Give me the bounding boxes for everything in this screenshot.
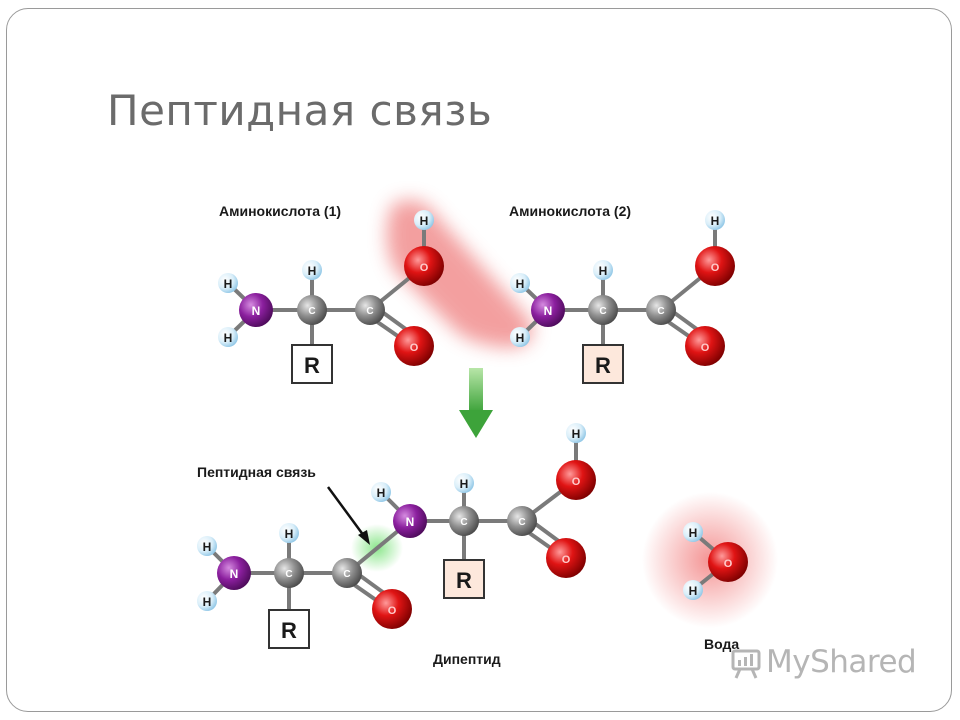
atom-label: N	[230, 567, 239, 581]
r-group-box	[268, 609, 310, 649]
dipeptide-label: Дипептид	[433, 651, 501, 667]
hydrogen-atom	[218, 273, 238, 293]
atom-label: H	[460, 477, 469, 491]
atom-label: H	[599, 264, 608, 278]
carbon-atom	[274, 558, 304, 588]
atom-label: H	[420, 214, 429, 228]
peptide-bond-label: Пептидная связь	[197, 464, 316, 480]
atom-label: C	[366, 306, 373, 317]
hydrogen-atom	[454, 473, 474, 493]
hydrogen-atom	[218, 327, 238, 347]
atom-label: H	[689, 584, 698, 598]
myshared-logo-icon	[731, 649, 761, 679]
oxygen-atom	[394, 326, 434, 366]
atom-label: H	[203, 595, 212, 609]
oxygen-atom	[556, 460, 596, 500]
water-molecule: H H O Вода	[642, 492, 778, 652]
dipeptide: H H H H H H N N C C C C O O O R R Пептид…	[197, 423, 596, 667]
hydrogen-atom	[279, 523, 299, 543]
hydrogen-atom	[371, 482, 391, 502]
atom-label: N	[406, 515, 415, 529]
oxygen-atom	[546, 538, 586, 578]
hydrogen-atom	[302, 260, 322, 280]
slide-title: Пептидная связь	[107, 86, 493, 135]
atom-label: O	[701, 342, 710, 354]
carbon-atom	[507, 506, 537, 536]
hydrogen-atom	[705, 210, 725, 230]
atom-label: H	[308, 264, 317, 278]
r-group-box	[582, 344, 624, 384]
r-group-box	[443, 559, 485, 599]
oxygen-atom	[708, 542, 748, 582]
r-group-box	[291, 344, 333, 384]
hydrogen-atom	[566, 423, 586, 443]
amino-acid-1-label: Аминокислота (1)	[219, 203, 341, 219]
atom-label: N	[252, 304, 261, 318]
atom-label: H	[689, 526, 698, 540]
peptide-bond-pointer-arrow	[326, 486, 366, 537]
atom-label: H	[572, 427, 581, 441]
atom-label: O	[388, 605, 397, 617]
atom-label: H	[377, 486, 386, 500]
oxygen-atom	[404, 246, 444, 286]
atom-label: H	[516, 277, 525, 291]
atom-label: N	[544, 304, 553, 318]
atom-label: C	[599, 306, 606, 317]
atom-label: H	[203, 540, 212, 554]
atom-label: C	[343, 569, 350, 580]
carbon-atom	[449, 506, 479, 536]
atom-label: O	[572, 476, 581, 488]
water-label: Вода	[704, 636, 739, 652]
oxygen-atom	[685, 326, 725, 366]
amino-acid-2: H H H H N C C O O R Аминокислота (2)	[509, 203, 735, 384]
carbon-atom	[646, 295, 676, 325]
atom-label: O	[420, 262, 429, 274]
atom-label: H	[516, 331, 525, 345]
carbon-atom	[297, 295, 327, 325]
atom-label: O	[562, 554, 571, 566]
r-group-label: R	[595, 353, 611, 378]
atom-label: C	[657, 306, 664, 317]
nitrogen-atom	[239, 293, 273, 327]
atom-label: C	[285, 569, 292, 580]
carbon-atom	[355, 295, 385, 325]
amino-acid-2-label: Аминокислота (2)	[509, 203, 631, 219]
hydrogen-atom	[197, 536, 217, 556]
carbon-atom	[332, 558, 362, 588]
atom-label: O	[711, 262, 720, 274]
r-group-label: R	[281, 618, 297, 643]
atom-label: C	[460, 517, 467, 528]
hydrogen-atom	[510, 273, 530, 293]
hydrogen-atom	[593, 260, 613, 280]
atom-label: C	[308, 306, 315, 317]
amino-acid-1: H H H H N C C O O R Аминокислота (1)	[218, 203, 444, 384]
atom-label: O	[410, 342, 419, 354]
atom-label: C	[518, 517, 525, 528]
peptide-bond-pointer-head	[358, 530, 370, 545]
watermark-text: MyShared	[766, 644, 917, 680]
atom-label: H	[711, 214, 720, 228]
nitrogen-atom	[393, 504, 427, 538]
hydrogen-atom	[510, 327, 530, 347]
nitrogen-atom	[217, 556, 251, 590]
r-group-label: R	[456, 568, 472, 593]
nitrogen-atom	[531, 293, 565, 327]
r-group-label: R	[304, 353, 320, 378]
atom-label: O	[724, 558, 733, 570]
atom-label: H	[224, 331, 233, 345]
hydrogen-atom	[683, 580, 703, 600]
hydrogen-atom	[683, 522, 703, 542]
carbon-atom	[588, 295, 618, 325]
oxygen-atom	[695, 246, 735, 286]
hydrogen-atom	[414, 210, 434, 230]
oxygen-atom	[372, 589, 412, 629]
reaction-arrow	[459, 368, 493, 438]
atom-label: H	[285, 527, 294, 541]
atom-label: H	[224, 277, 233, 291]
hydrogen-atom	[197, 591, 217, 611]
